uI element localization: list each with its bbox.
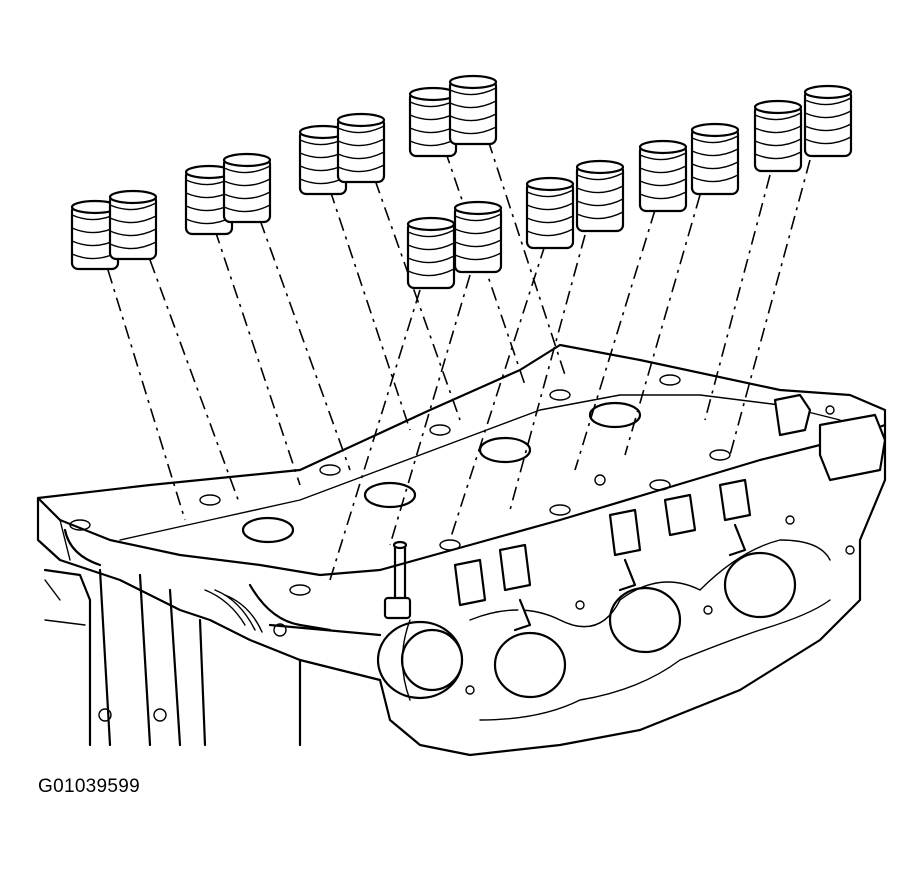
valve-spring — [453, 200, 503, 274]
valve-spring — [108, 189, 158, 261]
valve-spring — [690, 122, 740, 196]
valve-springs — [70, 74, 853, 290]
figure-id-label: G01039599 — [38, 776, 141, 797]
valve-spring — [448, 74, 498, 146]
valve-spring — [336, 112, 386, 184]
valve-spring — [184, 164, 234, 236]
valve-spring — [638, 139, 688, 213]
cylinder-head — [36, 343, 887, 757]
valve-spring — [222, 152, 272, 224]
valve-spring — [575, 159, 625, 233]
valve-spring — [753, 99, 803, 173]
valve-spring — [525, 176, 575, 250]
valve-spring — [803, 84, 853, 158]
valve-spring — [406, 216, 456, 290]
